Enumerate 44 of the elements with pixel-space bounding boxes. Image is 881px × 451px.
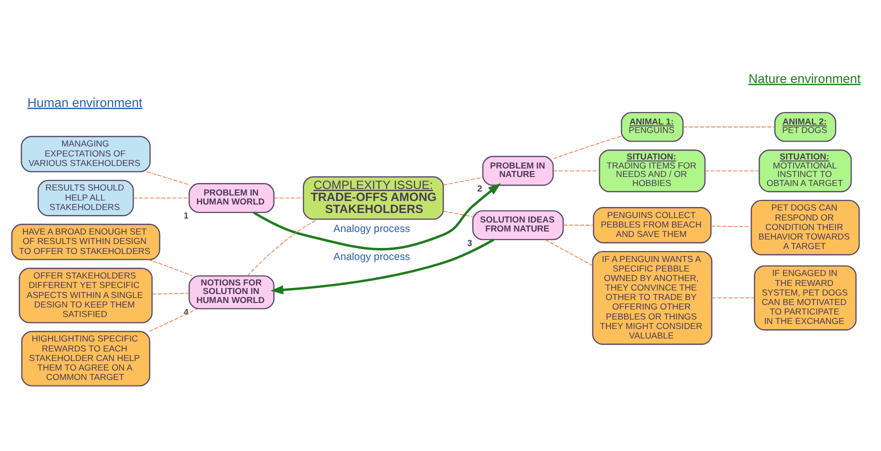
node-box: OFFER STAKEHOLDERS DIFFERENT YET SPECIFIC ASPECTS WITHIN A SINGLE DESIGN TO KEEP THEM SATISFIED <box>18 267 153 323</box>
label: Nature environment <box>748 70 861 86</box>
node-box: MANAGING EXPECTATIONS OF VARIOUS STAKEHOLDERS <box>20 135 151 172</box>
connector <box>274 197 304 198</box>
connector <box>711 297 755 298</box>
connector <box>552 135 622 159</box>
node-box: PROBLEM IN HUMAN WORLD <box>188 182 274 213</box>
node-box: NOTIONS FOR SOLUTION IN HUMAN WORLD <box>188 274 274 309</box>
node-box: ANIMAL 1: PENGUINS <box>620 111 684 142</box>
node-box: PROBLEM IN NATURE <box>482 155 554 186</box>
label: Human environment <box>27 94 142 110</box>
connector <box>132 197 190 198</box>
node-box: COMPLEXITY ISSUE: TRADE-OFFS AMONG STAKEHOLDERS <box>302 176 444 220</box>
connector <box>443 176 484 185</box>
node-box: PET DOGS CAN RESPOND OR CONDITION THEIR BEHAVIOR TOWARDS A TARGET <box>750 199 860 255</box>
connector <box>544 238 594 266</box>
edge-label: Analogy process <box>333 223 410 234</box>
connector <box>562 224 594 226</box>
node-box: IF A PENGUIN WANTS A SPECIFIC PEBBLE OWNED BY ANOTHER, THEY CONVINCE THE OTHER TO TRADE BY OFFERING OTHER PEBBLES OR THINGS THEY MIGHT CONSIDER VALUABLE <box>592 250 712 344</box>
node-box: HAVE A BROAD ENOUGH SET OF RESULTS WITHIN DESIGN TO OFFER TO STAKEHOLDERS <box>11 223 160 260</box>
node-box: IF ENGAGED IN THE REWARD SYSTEM, PET DOGS CAN BE MOTIVATED TO PARTICIPATE IN THE EXCHANGE <box>754 264 857 330</box>
connector <box>704 170 760 171</box>
connector <box>148 308 198 332</box>
node-box: SITUATION: MOTIVATIONAL INSTINCT TO OBTAIN A TARGET <box>758 149 852 192</box>
connector <box>148 258 192 276</box>
arrow <box>253 182 501 250</box>
node-box: SOLUTION IDEAS FROM NATURE <box>472 210 564 240</box>
node-label: 3 <box>467 237 472 248</box>
connector <box>443 210 474 217</box>
node-box: ANIMAL 2: PET DOGS <box>774 111 836 142</box>
node-label: 1 <box>184 210 189 220</box>
node-box: SITUATION: TRADING ITEMS FOR NEEDS AND / OR HOBBIES <box>598 149 706 192</box>
node-box: RESULTS SHOULD HELP ALL STAKEHOLDERS <box>38 179 134 216</box>
connector <box>552 170 600 171</box>
connector <box>247 218 318 276</box>
arrow <box>270 238 494 294</box>
node-box: HIGHLIGHTING SPECIFIC REWARDS TO EACH STAKEHOLDER CAN HELP THEM TO AGREE ON A COMMON TARGET <box>21 330 150 386</box>
connector <box>146 170 190 185</box>
edge-label: Analogy process <box>333 251 410 262</box>
node-box: PENGUINS COLLECT PEBBLES FROM BEACH AND SAVE THEM <box>592 206 712 243</box>
connector <box>152 292 190 294</box>
node-label: 2 <box>477 182 482 193</box>
connector <box>682 126 776 127</box>
connector <box>710 225 752 227</box>
